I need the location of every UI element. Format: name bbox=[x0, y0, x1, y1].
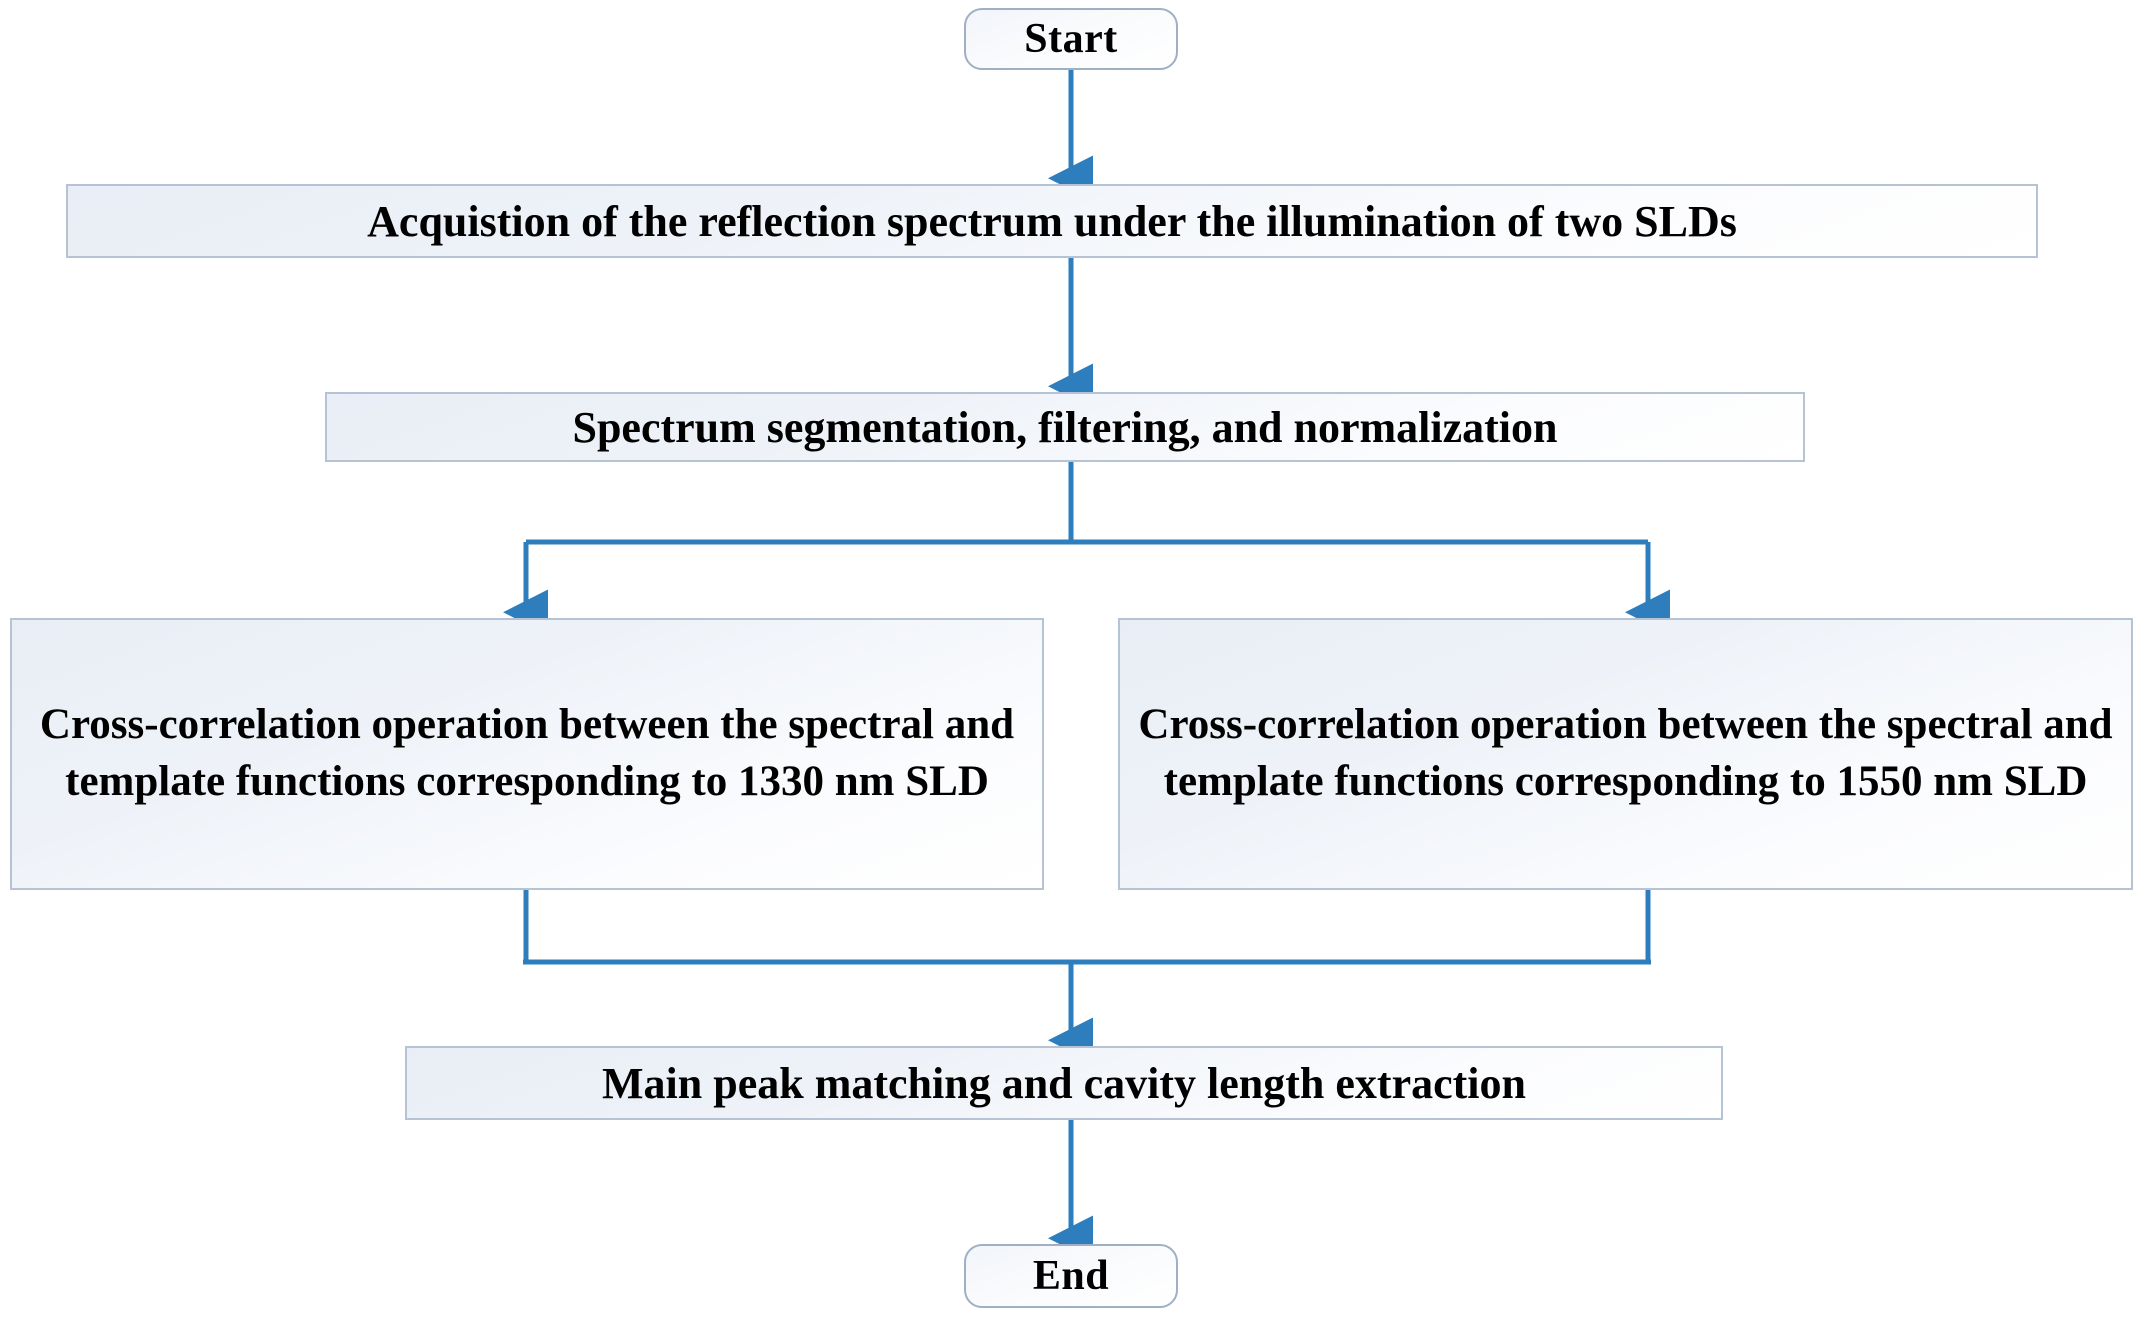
node-cross-correlation-1550[interactable]: Cross-correlation operation between the … bbox=[1118, 618, 2133, 890]
node-start[interactable]: Start bbox=[964, 8, 1178, 70]
node-spectrum-segmentation[interactable]: Spectrum segmentation, filtering, and no… bbox=[325, 392, 1805, 462]
node-cross-correlation-1330-label: Cross-correlation operation between the … bbox=[39, 701, 1015, 805]
node-cross-correlation-1550-label: Cross-correlation operation between the … bbox=[1138, 701, 2113, 805]
node-end[interactable]: End bbox=[964, 1244, 1178, 1308]
node-acquisition[interactable]: Acquistion of the reflection spectrum un… bbox=[66, 184, 2038, 258]
node-main-peak-matching-label: Main peak matching and cavity length ext… bbox=[602, 1058, 1526, 1108]
node-spectrum-segmentation-label: Spectrum segmentation, filtering, and no… bbox=[572, 402, 1558, 452]
node-acquisition-label: Acquistion of the reflection spectrum un… bbox=[367, 196, 1737, 246]
node-main-peak-matching[interactable]: Main peak matching and cavity length ext… bbox=[405, 1046, 1723, 1120]
node-end-label: End bbox=[1032, 1253, 1110, 1299]
node-cross-correlation-1330[interactable]: Cross-correlation operation between the … bbox=[10, 618, 1044, 890]
node-start-label: Start bbox=[1024, 16, 1118, 62]
